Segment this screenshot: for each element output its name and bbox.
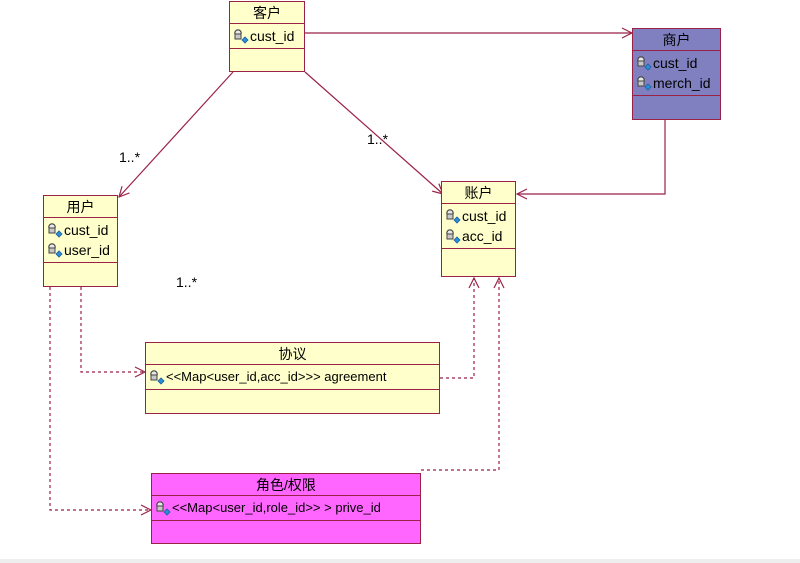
class-merchant-name: 商户 — [633, 29, 720, 51]
class-user-operations — [44, 263, 117, 277]
multiplicity-label: 1..* — [119, 149, 141, 165]
attribute-row: <<Map<user_id,role_id>> > prive_id — [155, 498, 420, 518]
class-user-attributes: cust_id user_id — [44, 218, 117, 263]
class-role-permission-attributes: <<Map<user_id,role_id>> > prive_id — [152, 496, 420, 521]
attribute-name: acc_id — [462, 228, 503, 244]
key-field-icon — [446, 229, 461, 244]
class-role-permission-name: 角色/权限 — [152, 474, 420, 496]
class-user[interactable]: 用户 cust_id user_id — [43, 195, 118, 287]
multiplicity-label: 1..* — [367, 131, 389, 147]
window-bottom-edge — [0, 559, 800, 563]
assoc-merchant-account — [517, 120, 666, 194]
attribute-name: <<Map<user_id,role_id>> > prive_id — [172, 500, 381, 515]
class-account-name: 账户 — [442, 182, 515, 204]
class-account-attributes: cust_id acc_id — [442, 204, 515, 249]
class-agreement-attributes: <<Map<user_id,acc_id>>> agreement — [146, 365, 439, 390]
attribute-row: merch_id — [636, 73, 720, 93]
class-customer-name: 客户 — [230, 2, 304, 24]
key-field-icon — [446, 209, 461, 224]
key-field-icon — [637, 76, 652, 91]
attribute-row: cust_id — [47, 220, 117, 240]
key-field-icon — [156, 501, 171, 516]
attribute-name: merch_id — [653, 75, 711, 91]
class-merchant[interactable]: 商户 cust_id merch_id — [632, 28, 721, 120]
key-field-icon — [150, 370, 165, 385]
attribute-row: cust_id — [233, 26, 304, 46]
attribute-name: <<Map<user_id,acc_id>>> agreement — [166, 369, 387, 384]
attribute-row: <<Map<user_id,acc_id>>> agreement — [149, 367, 439, 387]
attribute-row: acc_id — [445, 226, 515, 246]
class-customer-attributes: cust_id — [230, 24, 304, 49]
class-merchant-operations — [633, 96, 720, 110]
multiplicity-label: 1..* — [176, 274, 198, 290]
attribute-name: cust_id — [64, 222, 109, 238]
dep-user-agreement — [80, 287, 145, 372]
class-customer-operations — [230, 49, 304, 63]
attribute-row: user_id — [47, 240, 117, 260]
assoc-customer-account — [304, 71, 443, 194]
dep-user-role — [49, 287, 151, 510]
class-account-operations — [442, 249, 515, 263]
key-field-icon — [48, 223, 63, 238]
class-account[interactable]: 账户 cust_id acc_id — [441, 181, 516, 277]
class-agreement-operations — [146, 390, 439, 404]
attribute-name: cust_id — [653, 55, 698, 71]
attribute-name: cust_id — [250, 28, 295, 44]
dep-role-account — [421, 278, 499, 471]
class-agreement[interactable]: 协议 <<Map<user_id,acc_id>>> agreement — [145, 342, 440, 414]
key-field-icon — [637, 56, 652, 71]
class-role-permission-operations — [152, 521, 420, 535]
dep-agreement-account — [440, 278, 474, 379]
class-role-permission[interactable]: 角色/权限 <<Map<user_id,role_id>> > prive_id — [151, 473, 421, 544]
attribute-row: cust_id — [445, 206, 515, 226]
assoc-customer-user — [119, 71, 234, 197]
class-user-name: 用户 — [44, 196, 117, 218]
attribute-name: user_id — [64, 242, 110, 258]
class-merchant-attributes: cust_id merch_id — [633, 51, 720, 96]
key-field-icon — [48, 243, 63, 258]
attribute-name: cust_id — [462, 208, 507, 224]
class-agreement-name: 协议 — [146, 343, 439, 365]
key-field-icon — [234, 29, 249, 44]
class-customer[interactable]: 客户 cust_id — [229, 1, 305, 72]
attribute-row: cust_id — [636, 53, 720, 73]
